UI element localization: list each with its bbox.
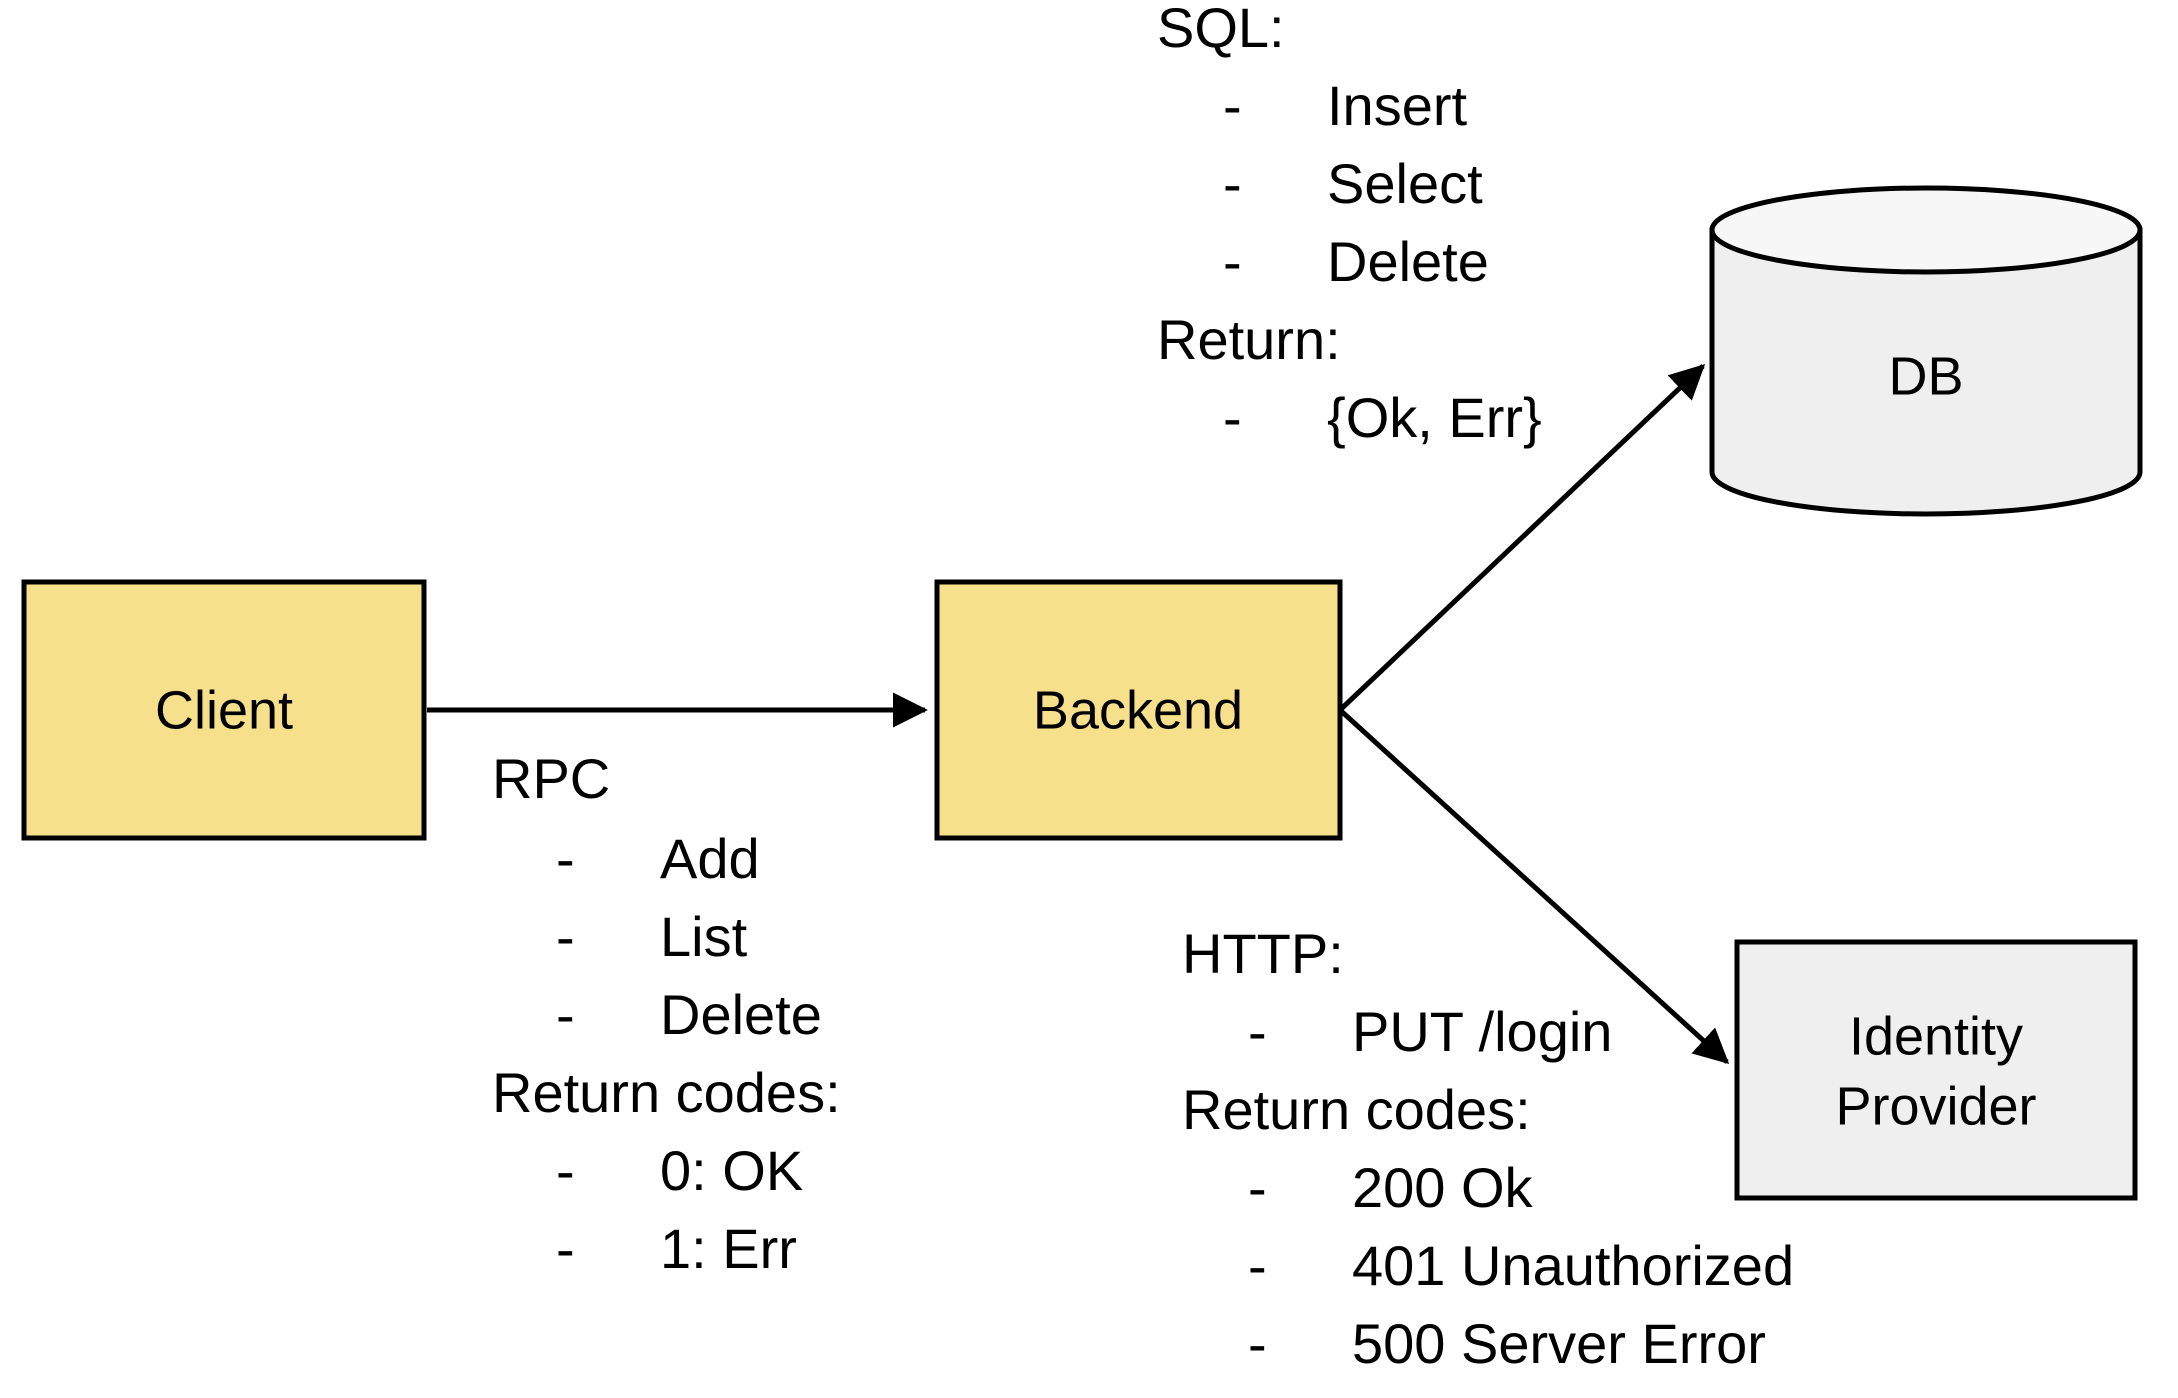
client-label: Client xyxy=(155,680,293,740)
sql-subitem-0-label: {Ok, Err} xyxy=(1327,386,1542,449)
identity-provider-label-line1: Identity xyxy=(1849,1006,2023,1066)
sql-item-1-label: Select xyxy=(1327,152,1483,215)
db-label: DB xyxy=(1888,346,1963,406)
rpc-item-1-label: List xyxy=(660,905,748,968)
sql-item-2-bullet: - xyxy=(1223,230,1242,293)
backend-box[interactable] xyxy=(934,579,1343,841)
http-subitem-1-bullet: - xyxy=(1248,1234,1267,1297)
annotation-sql: SQL: - Insert - Select - Delete Return: … xyxy=(1157,0,1542,449)
rpc-item-2-label: Delete xyxy=(660,983,822,1046)
sql-item-1-bullet: - xyxy=(1223,152,1242,215)
rpc-subitem-0-label: 0: OK xyxy=(660,1139,803,1202)
http-item-0-label: PUT /login xyxy=(1352,1000,1612,1063)
rpc-subitem-0-bullet: - xyxy=(556,1139,575,1202)
sql-subheading: Return: xyxy=(1157,308,1341,371)
sql-item-2-label: Delete xyxy=(1327,230,1489,293)
rpc-heading: RPC xyxy=(492,747,610,810)
annotation-http: HTTP: - PUT /login Return codes: - 200 O… xyxy=(1182,922,1794,1375)
http-subitem-0-label: 200 Ok xyxy=(1352,1156,1534,1219)
sql-item-0-bullet: - xyxy=(1223,74,1242,137)
sql-item-0-label: Insert xyxy=(1327,74,1467,137)
node-client[interactable]: Client xyxy=(21,579,427,841)
edge-backend-to-identity-provider xyxy=(1338,708,1730,1064)
rpc-subheading: Return codes: xyxy=(492,1061,841,1124)
backend-label: Backend xyxy=(1033,680,1243,740)
db-cylinder-body[interactable] xyxy=(1709,227,2143,517)
annotation-rpc: RPC - Add - List - Delete Return codes: … xyxy=(492,747,841,1280)
db-cylinder-top xyxy=(1709,185,2143,275)
edges-layer xyxy=(427,363,1730,1064)
edge-backend-to-db xyxy=(1338,363,1706,712)
client-box[interactable] xyxy=(21,579,427,841)
http-subitem-1-label: 401 Unauthorized xyxy=(1352,1234,1794,1297)
node-identity-provider[interactable]: Identity Provider xyxy=(1734,939,2138,1201)
node-db[interactable]: DB xyxy=(1709,185,2143,517)
rpc-item-0-label: Add xyxy=(660,827,760,890)
rpc-item-1-bullet: - xyxy=(556,905,575,968)
rpc-subitem-1-label: 1: Err xyxy=(660,1217,797,1280)
identity-provider-box[interactable] xyxy=(1734,939,2138,1201)
rpc-item-0-bullet: - xyxy=(556,827,575,890)
sql-subitem-0-bullet: - xyxy=(1223,386,1242,449)
http-subitem-2-label: 500 Server Error xyxy=(1352,1312,1766,1375)
http-subitem-0-bullet: - xyxy=(1248,1156,1267,1219)
http-subheading: Return codes: xyxy=(1182,1078,1531,1141)
http-heading: HTTP: xyxy=(1182,922,1344,985)
node-backend[interactable]: Backend xyxy=(934,579,1343,841)
http-item-0-bullet: - xyxy=(1248,1000,1267,1063)
sql-heading: SQL: xyxy=(1157,0,1285,59)
identity-provider-label-line2: Provider xyxy=(1835,1076,2036,1136)
rpc-subitem-1-bullet: - xyxy=(556,1217,575,1280)
rpc-item-2-bullet: - xyxy=(556,983,575,1046)
http-subitem-2-bullet: - xyxy=(1248,1312,1267,1375)
